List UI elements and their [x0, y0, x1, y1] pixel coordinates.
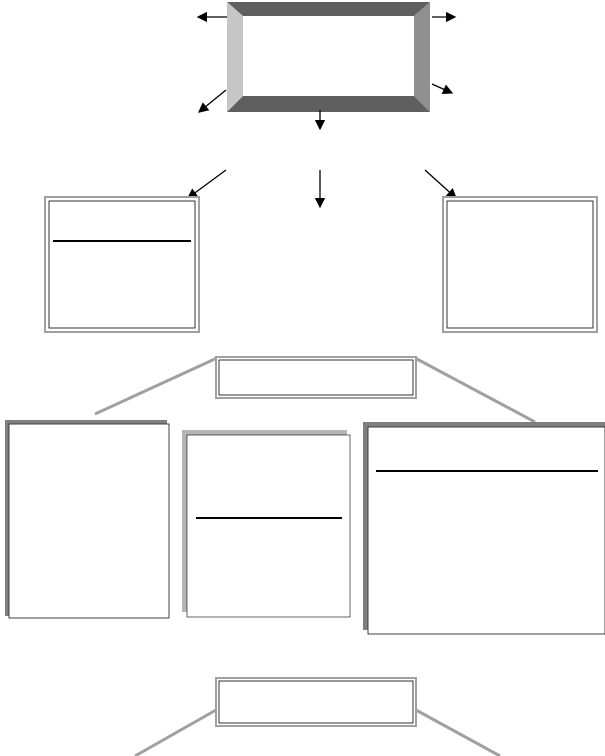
- arrow-to-right-box: [424, 169, 457, 199]
- lower-right-box: [363, 422, 605, 635]
- middle-arrows: [186, 169, 457, 209]
- bottom-connector-right: [415, 708, 501, 756]
- right-detail-box: [442, 196, 598, 333]
- arrow-to-left-box: [186, 169, 227, 199]
- lower-left-box: [5, 420, 170, 619]
- bevel-right-face: [414, 2, 430, 112]
- lower-center-box: [182, 430, 351, 618]
- top-frame-arrows: [196, 11, 457, 131]
- top-frame-inner-box: [243, 16, 414, 96]
- bottom-center-box: [134, 677, 501, 756]
- bevel-bottom-face: [227, 96, 430, 112]
- connector-left: [94, 356, 218, 416]
- bevel-left-face: [227, 2, 243, 112]
- bevel-top-face: [227, 2, 430, 16]
- arrow-lower-right: [431, 83, 454, 95]
- middle-center-box: [94, 356, 536, 424]
- connector-right: [414, 356, 536, 424]
- top-beveled-frame: [227, 2, 430, 112]
- bottom-connector-left: [134, 708, 217, 756]
- arrow-lower-left: [197, 89, 227, 113]
- left-detail-box: [44, 196, 200, 333]
